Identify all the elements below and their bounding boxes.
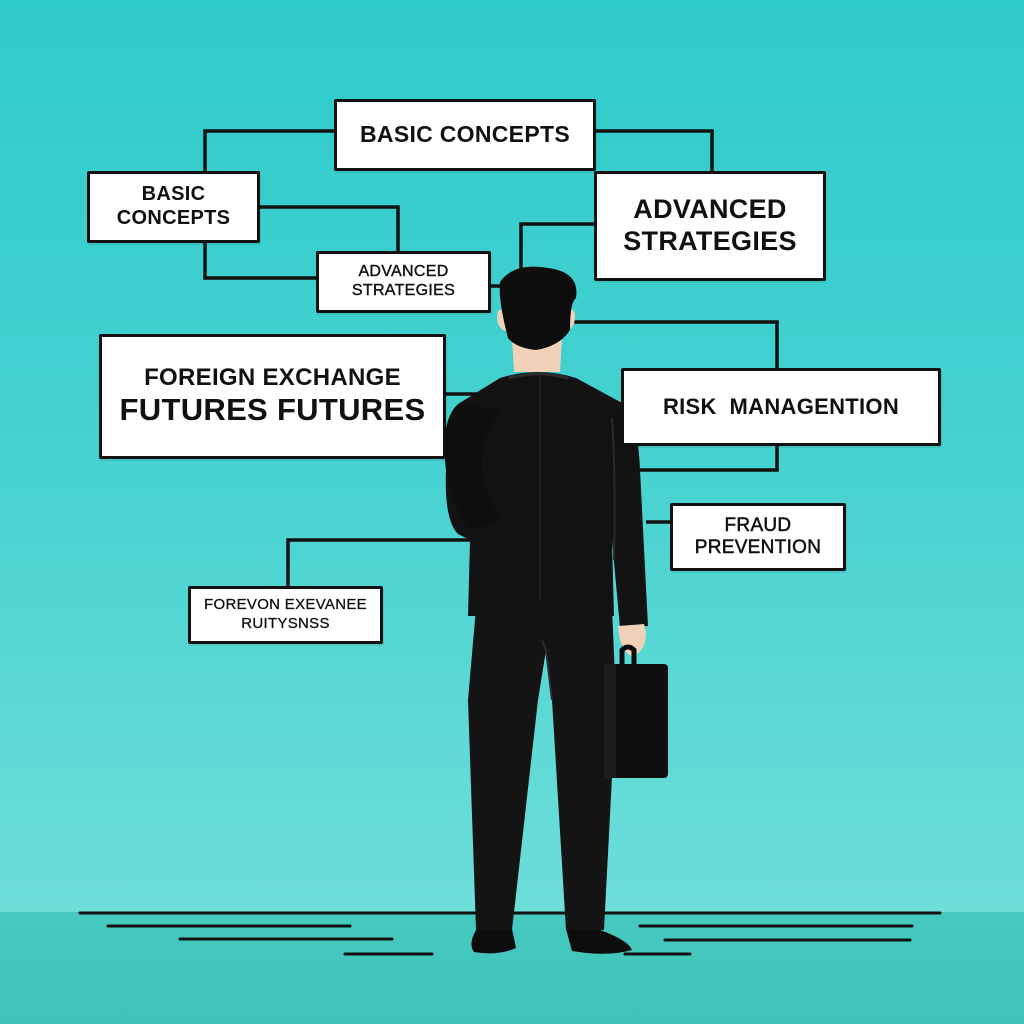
node-label-line: BASIC CONCEPTS [360,121,570,148]
connector-left-mid [260,205,400,251]
node-fraud-prevention: FRAUD PREVENTION [670,503,846,571]
left-arm [444,404,500,530]
node-advanced-strategies-small: ADVANCED STRATEGIES [316,251,491,313]
node-label-line: ADVANCED [633,194,787,225]
left-shoe [471,929,516,954]
connector-top-left [203,129,334,171]
node-label-line: ADVANCED [358,263,449,281]
node-label-line: CONCEPTS [116,207,231,229]
node-label-line: STRATEGIES [351,282,456,299]
node-advanced-strategies-large: ADVANCED STRATEGIES [594,171,826,281]
connector-left-small [203,243,316,280]
briefcase-handle [619,644,637,668]
jacket [445,372,648,628]
node-label-line: STRATEGIES [623,226,797,256]
businessman-figure [444,266,668,954]
node-label-line: FOREVON EXEVANEE [204,596,367,614]
node-foreign-exchange-small: FOREVON EXEVANEE RUITYSNSS [188,586,383,644]
connector-risk-bottom [636,446,779,472]
node-label-line: BASIC [141,183,206,206]
node-label-line: FUTURES FUTURES [119,392,426,428]
connector-top-right [596,129,714,171]
node-label-line: RISK MANAGENTION [662,394,900,420]
node-foreign-exchange-futures: FOREIGN EXCHANGE FUTURES FUTURES [99,334,446,459]
node-risk-management: RISK MANAGENTION [621,368,941,446]
connector-lines [203,129,779,586]
right-shoe [566,929,632,954]
node-basic-concepts-left: BASIC CONCEPTS [87,171,260,243]
node-label-line: FOREIGN EXCHANGE [144,364,401,392]
briefcase [604,664,668,778]
connector-adv-large [519,222,594,272]
node-label-line: FRAUD [724,514,792,536]
trousers [468,608,616,930]
node-basic-concepts-top: BASIC CONCEPTS [334,99,596,171]
node-label-line: PREVENTION [694,537,822,559]
connector-risk-top [570,320,779,368]
hair [499,266,577,350]
connector-forex-small [286,538,482,586]
node-label-line: RUITYSNSS [241,615,330,632]
